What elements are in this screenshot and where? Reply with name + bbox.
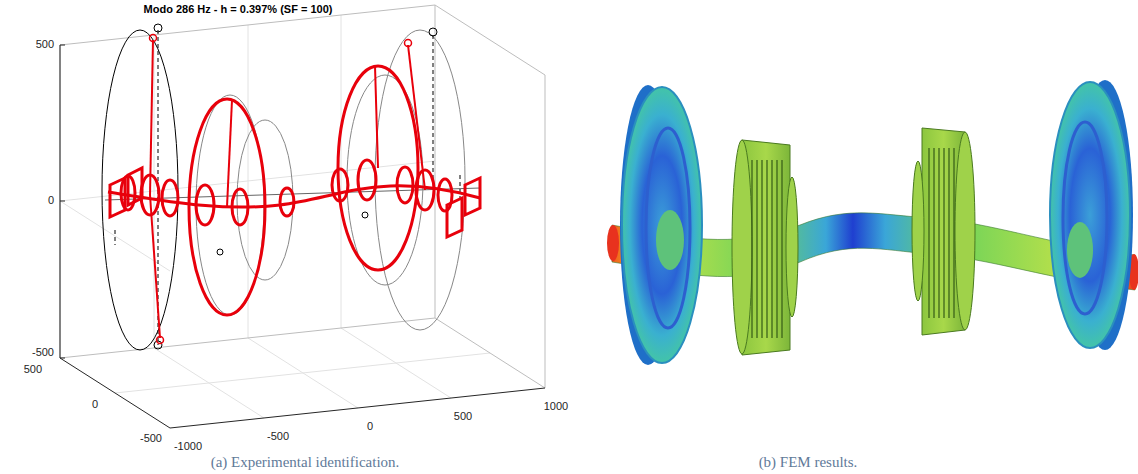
x-tick: 500 — [454, 410, 472, 423]
y-tick: 0 — [92, 398, 98, 411]
x-tick: 0 — [367, 420, 373, 433]
z-tick: 0 — [48, 194, 54, 207]
z-tick: -500 — [32, 346, 54, 359]
z-tick: 500 — [36, 38, 54, 51]
subfigure-caption: (b) FEM results. — [759, 454, 858, 471]
y-tick: 500 — [24, 363, 42, 376]
undeformed-shape — [102, 24, 480, 350]
x-tick: -500 — [267, 430, 289, 443]
x-tick: -1000 — [174, 440, 202, 453]
left-gear — [732, 140, 798, 355]
axes-box — [60, 5, 545, 428]
plot-title: Modo 286 Hz - h = 0.397% (SF = 100) — [144, 3, 333, 16]
subfigure-caption: (a) Experimental identification. — [211, 454, 400, 471]
left-wheel — [620, 85, 702, 365]
right-gear — [912, 128, 975, 335]
right-wheel — [1050, 80, 1133, 350]
deformed-shape — [108, 35, 480, 344]
y-tick: -500 — [140, 432, 162, 445]
x-tick: 1000 — [544, 400, 568, 413]
